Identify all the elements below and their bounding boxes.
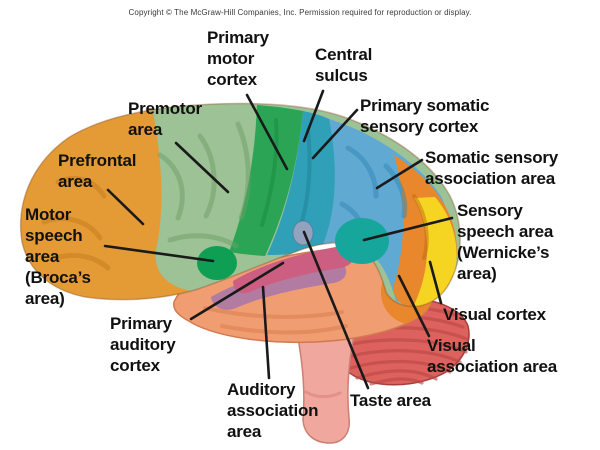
leader-prefrontal-area — [106, 188, 145, 226]
leader-sensory-speech-area — [362, 216, 454, 242]
leader-primary-auditory-cortex — [189, 261, 285, 321]
label-prefrontal-area: Prefrontal area — [58, 151, 137, 191]
label-primary-motor-cortex: Primary motor cortex — [207, 28, 269, 89]
leader-auditory-association-area — [261, 285, 271, 380]
label-sensory-speech-area: Sensory speech area (Wernicke’s area) — [457, 201, 554, 283]
label-motor-speech-area: Motor speech area (Broca’s area) — [25, 205, 91, 308]
leader-visual-cortex — [428, 260, 443, 305]
leader-motor-speech-area — [103, 244, 215, 263]
label-auditory-association-area: Auditory association area — [227, 380, 319, 441]
region-primary-somatic-sensory-cortex — [267, 111, 335, 255]
cerebrum-gyri — [41, 118, 429, 271]
label-somatic-sensory-association-area: Somatic sensory association area — [425, 148, 559, 188]
label-central-sulcus: Central sulcus — [315, 45, 373, 85]
region-taste-area — [292, 220, 314, 246]
temporal-gyri — [203, 306, 348, 335]
label-visual-association-area: Visual association area — [427, 336, 558, 376]
copyright-line: Copyright © The McGraw-Hill Companies, I… — [128, 8, 472, 17]
region-primary-auditory-cortex — [233, 245, 354, 294]
leader-visual-association-area — [397, 274, 431, 338]
label-taste-area: Taste area — [350, 391, 431, 410]
leader-premotor-area — [174, 141, 230, 194]
region-sensory-speech-area-wernicke — [335, 218, 389, 264]
leader-primary-somatic-sensory-cortex — [311, 108, 359, 160]
leader-primary-motor-cortex — [245, 93, 289, 171]
leader-taste-area — [302, 230, 370, 390]
region-visual-cortex — [413, 197, 457, 307]
label-premotor-area: Premotor area — [128, 99, 202, 139]
leader-somatic-sensory-association-area — [375, 158, 424, 190]
region-primary-motor-cortex — [229, 105, 303, 256]
label-primary-somatic-sensory-cortex: Primary somatic sensory cortex — [360, 96, 490, 136]
cerebrum-outline — [19, 102, 461, 308]
region-motor-speech-area-broca — [197, 246, 237, 280]
leader-lines — [103, 89, 454, 390]
label-primary-auditory-cortex: Primary auditory cortex — [110, 314, 176, 375]
label-visual-cortex: Visual cortex — [443, 305, 546, 324]
leader-central-sulcus — [302, 89, 325, 143]
